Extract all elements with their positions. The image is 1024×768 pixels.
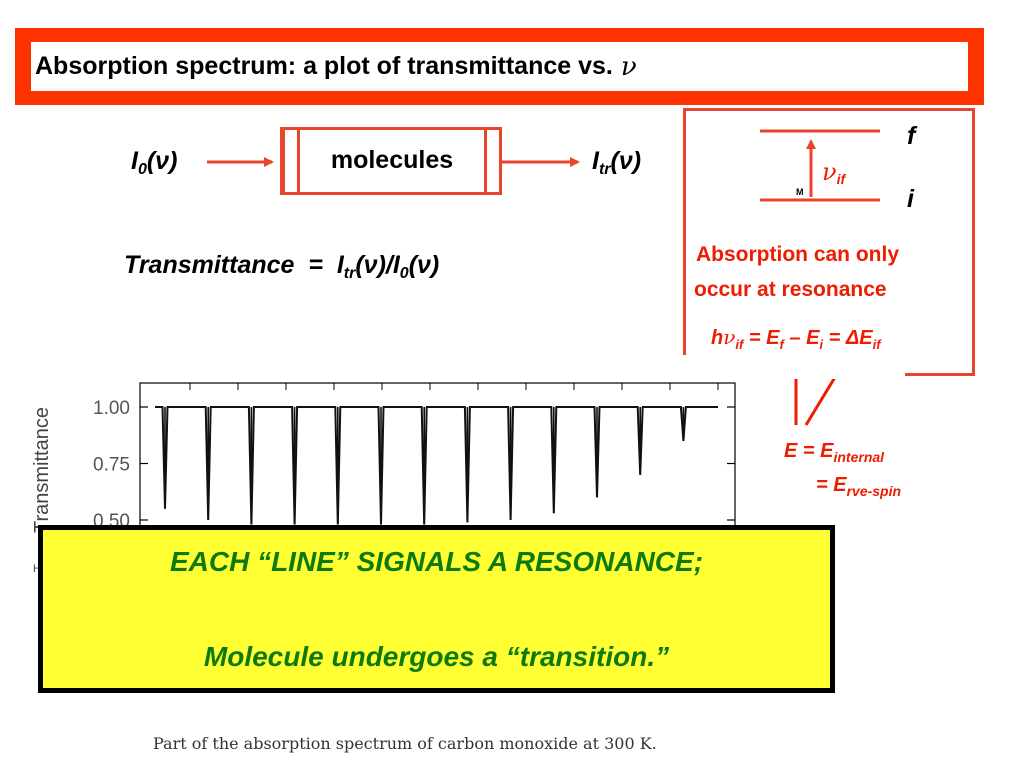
callout-line1: EACH “LINE” SIGNALS A RESONANCE; bbox=[169, 546, 704, 577]
eq-num-arg: (ν)/ bbox=[355, 251, 393, 279]
resonance-text-line2: occur at resonance bbox=[694, 278, 887, 301]
y-tick-label: 1.00 bbox=[93, 398, 130, 419]
y-tick-label: 0.75 bbox=[93, 455, 130, 476]
energy-line2-sub: rve-spin bbox=[846, 483, 902, 499]
eq-den-sub: 0 bbox=[399, 265, 409, 282]
eq-mid3: = ΔE bbox=[823, 327, 873, 349]
incident-intensity: I0(ν) bbox=[131, 147, 177, 179]
transmitted-intensity: Itr(ν) bbox=[592, 147, 641, 179]
resonance-box bbox=[683, 108, 975, 376]
energy-line1: E = Einternal bbox=[784, 440, 884, 465]
nu-symbol: ν bbox=[620, 51, 637, 82]
transition-label: νif bbox=[822, 158, 845, 187]
eq-num-sub: tr bbox=[343, 265, 356, 282]
title-banner: Absorption spectrum: a plot of transmitt… bbox=[15, 28, 984, 105]
box-mask bbox=[683, 355, 905, 379]
itr-sub: tr bbox=[598, 161, 611, 178]
eq-mid2: – E bbox=[783, 327, 820, 349]
resonance-diagram bbox=[760, 129, 880, 202]
resonance-text-line1: Absorption can only bbox=[696, 243, 900, 266]
eq-nu: ν bbox=[723, 325, 736, 349]
y-axis-label: Transmittance bbox=[31, 407, 53, 533]
transmittance-equation: Transmittance = Itr(ν)/I0(ν) bbox=[124, 251, 439, 283]
callout-line2: Molecule undergoes a “transition.” bbox=[203, 641, 670, 672]
eq-sub-f: f bbox=[779, 337, 784, 352]
energy-line2: = Erve-spin bbox=[816, 474, 901, 499]
itr-base: I bbox=[592, 147, 599, 175]
resonance-callout: EACH “LINE” SIGNALS A RESONANCE; Molecul… bbox=[38, 525, 835, 693]
upper-level-label: f bbox=[907, 122, 916, 150]
energy-line2-base: = E bbox=[816, 474, 847, 496]
plot-frame bbox=[139, 382, 736, 544]
absorption-lines bbox=[155, 406, 718, 525]
resonance-equation: hνif = Ef – Ei = ΔEif bbox=[711, 325, 881, 352]
title-inner: Absorption spectrum: a plot of transmitt… bbox=[31, 42, 968, 91]
eq-h: h bbox=[711, 327, 724, 349]
lower-level-label: i bbox=[907, 185, 914, 213]
itr-arg: (ν) bbox=[610, 147, 642, 175]
eq-den-arg: (ν) bbox=[408, 251, 440, 279]
figure-caption: Part of the absorption spectrum of carbo… bbox=[153, 734, 657, 753]
spectrum-chart: 1.000.750.50 Transmittance bbox=[31, 382, 736, 544]
eq-num-base: I bbox=[336, 251, 344, 279]
i0-base: I bbox=[131, 147, 138, 175]
eq-sub-i: i bbox=[819, 337, 824, 352]
i0-arg: (ν) bbox=[146, 147, 178, 175]
eq-lhs: Transmittance = bbox=[124, 251, 337, 279]
eq-mid1: = E bbox=[743, 327, 780, 349]
slide-title: Absorption spectrum: a plot of transmitt… bbox=[35, 52, 613, 80]
eq-den-base: I bbox=[392, 251, 400, 279]
energy-line1-sub: internal bbox=[833, 449, 885, 465]
molecules-label: molecules bbox=[330, 146, 454, 174]
margin-char: H bbox=[33, 563, 41, 575]
transition-nu: ν bbox=[822, 158, 837, 186]
transition-sub: if bbox=[836, 171, 846, 188]
eq-sub-if: if bbox=[872, 337, 881, 352]
energy-line1-base: E = E bbox=[784, 440, 834, 462]
molecules-box-left-bar bbox=[282, 127, 300, 195]
i0-sub: 0 bbox=[137, 161, 147, 178]
small-marker-label: M bbox=[796, 187, 804, 197]
spectrum-trace bbox=[155, 406, 718, 525]
eq-nu-sub: if bbox=[735, 337, 744, 352]
molecules-box-right-bar bbox=[484, 127, 502, 195]
